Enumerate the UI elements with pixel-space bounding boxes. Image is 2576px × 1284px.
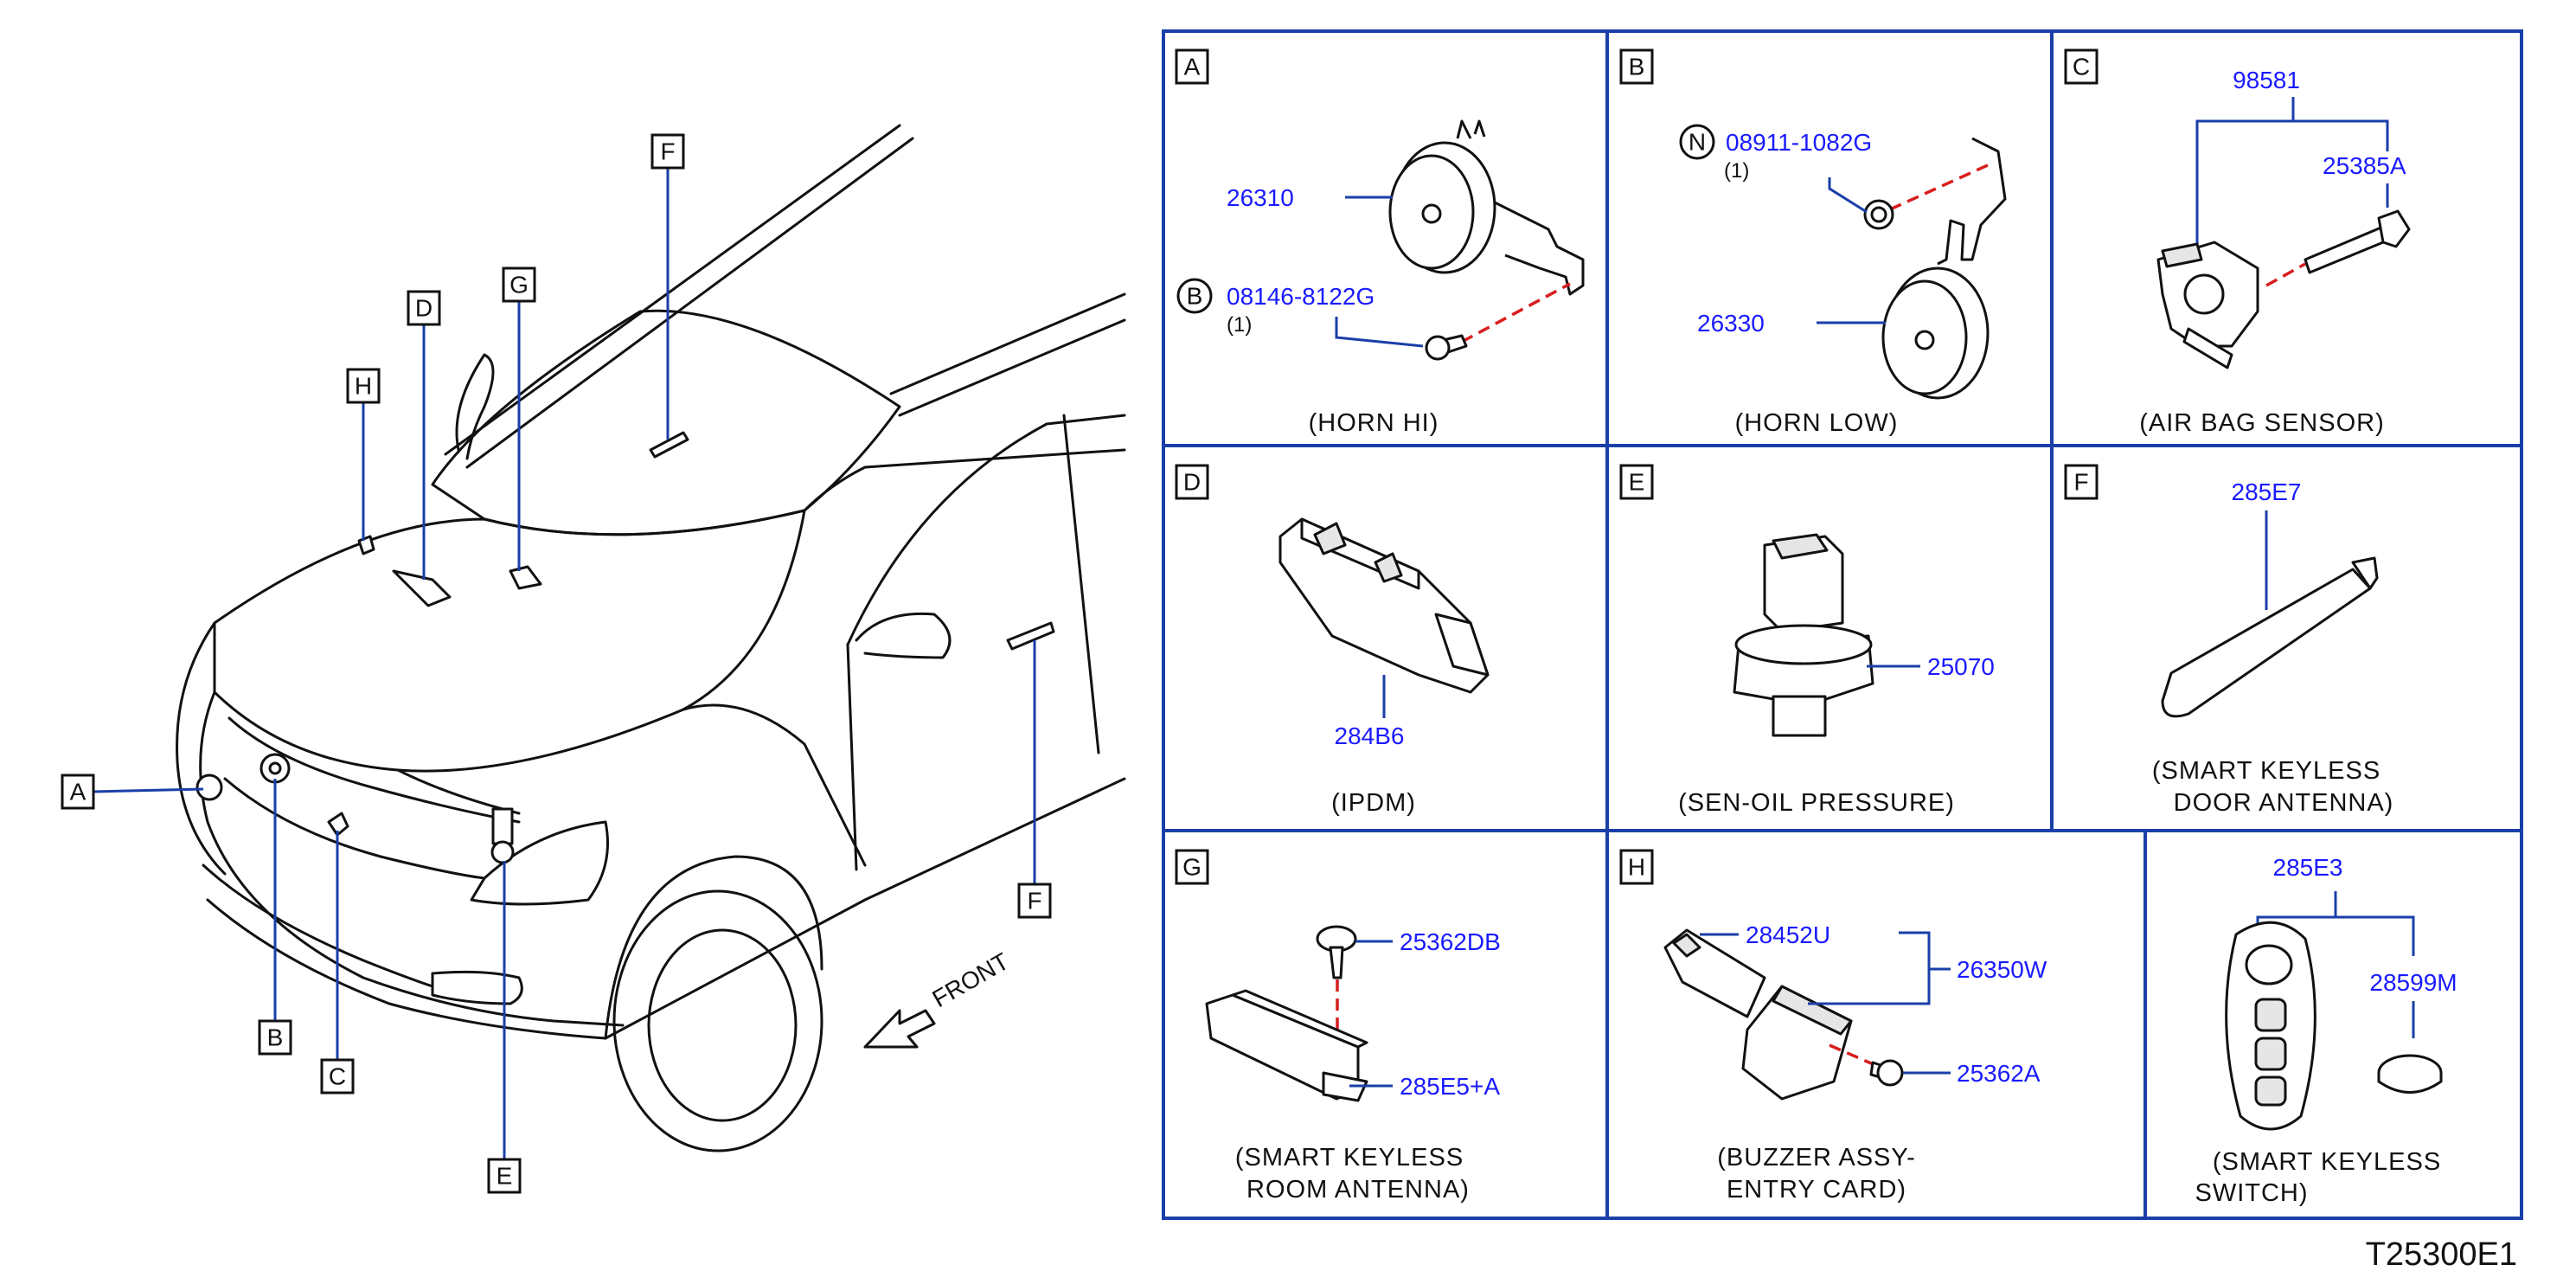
callout-letter-f-lower: F: [1027, 888, 1041, 915]
panel-g: G 25362DB 285E5+A (SMART KEYLESS ROOM AN…: [1175, 849, 1501, 1204]
caption-ipdm: (IPDM): [1331, 789, 1416, 817]
part-28452u: 28452U: [1746, 921, 1830, 948]
callout-box-a: [61, 774, 95, 810]
panel-a: A 26310 B 08146-8122G (1) (HORN HI): [1175, 48, 1585, 437]
room-antenna-illustration: [1205, 989, 1368, 1102]
buzzer-bracket-illustration: [1663, 928, 1766, 1018]
callout-letter-g: G: [509, 272, 529, 299]
panel-f: F 285E7 (SMART KEYLESS DOOR ANTENNA): [2064, 464, 2394, 817]
buzzer-illustration: [1741, 985, 1853, 1101]
callout-box-g: [502, 266, 536, 303]
caption-door-antenna-line2: DOOR ANTENNA): [2174, 789, 2394, 817]
door-antenna-illustration: [2161, 556, 2379, 718]
callout-box-f-upper: [650, 133, 685, 170]
callout-letter-c: C: [329, 1063, 346, 1090]
front-label: FRONT: [928, 947, 1014, 1012]
panel-b-letter: B: [1629, 54, 1645, 80]
callout-box-h: [346, 368, 381, 404]
screw-25362a: [1869, 1059, 1904, 1087]
caption-sen-oil-pressure: (SEN-OIL PRESSURE): [1678, 789, 1955, 817]
panel-e: E 25070 (SEN-OIL PRESSURE): [1619, 464, 1995, 817]
front-arrow: FRONT: [863, 947, 1014, 1049]
oil-pressure-sensor-illustration: [1733, 533, 1874, 737]
screw-25362db: [1316, 925, 1357, 979]
part-28599m: 28599M: [2369, 969, 2457, 996]
panel-a-letter: A: [1184, 54, 1201, 80]
ipdm-illustration: [1278, 517, 1490, 694]
panel-e-letter: E: [1629, 469, 1645, 496]
caption-keyless-switch-line2: SWITCH): [2195, 1179, 2308, 1207]
car-callouts: A B C D E F F G H: [61, 133, 1052, 1194]
caption-keyless-switch-line1: (SMART KEYLESS: [2213, 1148, 2441, 1176]
panel-key: 285E3 28599M (SMART KEYLESS SWITCH): [2195, 854, 2457, 1207]
caption-horn-hi: (HORN HI): [1309, 409, 1439, 437]
panel-d: D 284B6 (IPDM): [1175, 464, 1490, 817]
bolt-08146-8122g: [1425, 334, 1468, 361]
smart-key-fob-illustration: [2225, 921, 2316, 1131]
panel-g-letter: G: [1182, 854, 1201, 881]
qty-08146-8122g: (1): [1227, 313, 1252, 337]
callout-letter-f-upper: F: [660, 138, 675, 165]
part-285e5-a: 285E5+A: [1400, 1073, 1500, 1100]
caption-door-antenna-line1: (SMART KEYLESS: [2152, 757, 2381, 785]
part-285e3: 285E3: [2273, 854, 2343, 881]
caption-room-antenna-line1: (SMART KEYLESS: [1235, 1144, 1464, 1172]
part-285e7: 285E7: [2232, 478, 2302, 505]
callout-box-f-lower: [1017, 883, 1052, 919]
part-284b6: 284B6: [1335, 722, 1405, 749]
qty-08911-1082g: (1): [1724, 159, 1749, 183]
bolt-25385a: [2304, 209, 2411, 274]
callout-letter-b: B: [267, 1024, 284, 1051]
part-25070: 25070: [1927, 653, 1995, 680]
part-08146-8122g: 08146-8122G: [1227, 283, 1375, 310]
caption-horn-low: (HORN LOW): [1735, 409, 1899, 437]
callout-box-e: [487, 1158, 522, 1194]
callout-letter-e: E: [497, 1163, 513, 1190]
panel-h-letter: H: [1628, 854, 1645, 881]
air-bag-sensor-illustration: [2156, 241, 2259, 369]
part-26310: 26310: [1227, 184, 1294, 211]
fastener-symbol-b: B: [1187, 283, 1203, 310]
part-25362a: 25362A: [1957, 1060, 2041, 1087]
part-26330: 26330: [1697, 310, 1765, 337]
panel-f-letter: F: [2073, 469, 2088, 496]
horn-hi-illustration: [1388, 119, 1585, 296]
fastener-symbol-n: N: [1688, 129, 1706, 156]
panel-d-letter: D: [1183, 469, 1201, 496]
battery-illustration: [2377, 1054, 2443, 1094]
caption-air-bag-sensor: (AIR BAG SENSOR): [2139, 409, 2385, 437]
callout-box-b: [258, 1019, 292, 1056]
callout-letter-a: A: [70, 779, 87, 806]
part-26350w: 26350W: [1957, 956, 2047, 983]
callout-letter-h: H: [355, 373, 372, 400]
caption-buzzer-line2: ENTRY CARD): [1727, 1176, 1906, 1204]
car-illustration: [176, 124, 1126, 1152]
part-25362db: 25362DB: [1400, 928, 1501, 955]
caption-buzzer-line1: (BUZZER ASSY-: [1717, 1144, 1915, 1172]
part-25385a: 25385A: [2323, 152, 2406, 179]
callout-box-d: [407, 290, 441, 326]
diagram-code: T25300E1: [2366, 1236, 2517, 1273]
panel-b: B N 08911-1082G (1) 26330 (HORN LOW): [1619, 48, 2007, 437]
callout-letter-d: D: [415, 295, 433, 322]
part-08911-1082g: 08911-1082G: [1726, 129, 1872, 156]
panel-c: C 98581 25385A (AIR BAG SENSOR): [2064, 48, 2411, 437]
part-98581: 98581: [2233, 67, 2300, 93]
caption-room-antenna-line2: ROOM ANTENNA): [1246, 1176, 1470, 1204]
panel-c-letter: C: [2073, 54, 2090, 80]
horn-low-illustration: [1881, 137, 2007, 400]
callout-box-c: [320, 1058, 355, 1095]
panel-h: H 28452U 26350W 25362A (BUZZER ASSY- ENT…: [1619, 849, 2047, 1204]
parts-grid: [1162, 29, 2523, 1220]
nut-08911-1082g: [1863, 199, 1894, 230]
